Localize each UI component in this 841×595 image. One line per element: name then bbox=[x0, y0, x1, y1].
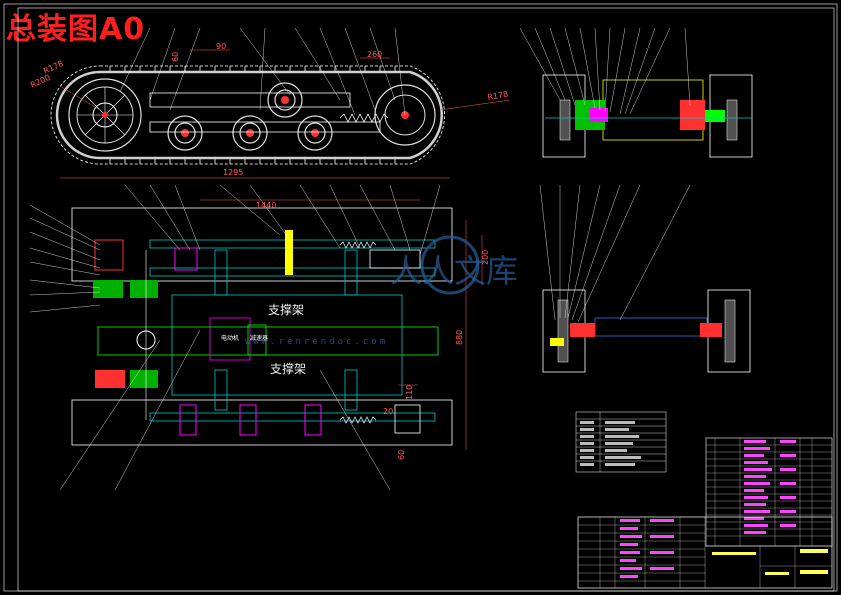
dim-60: 60 bbox=[171, 52, 180, 62]
dim-20: 20 bbox=[383, 407, 393, 416]
technical-requirements-table bbox=[575, 411, 667, 473]
title-block bbox=[577, 516, 833, 589]
dim-60-bottom: 60 bbox=[397, 450, 406, 460]
drawing-title: 总装图A0 bbox=[6, 12, 146, 47]
dim-r178-right: R178 bbox=[487, 89, 509, 101]
dim-200: 200 bbox=[481, 250, 490, 265]
reducer-label: 减速器 bbox=[250, 334, 268, 342]
watermark-logo-text: 人人文库 bbox=[390, 252, 518, 290]
watermark: 人人文库 www.renrendoc.com bbox=[245, 235, 518, 347]
watermark-url: www.renrendoc.com bbox=[245, 337, 388, 347]
end-view-top bbox=[519, 27, 753, 158]
support-frame-label-top: 支撑架 bbox=[268, 302, 304, 317]
track-side-view bbox=[50, 27, 511, 179]
dim-1295: 1295 bbox=[223, 168, 243, 177]
parts-list-right bbox=[705, 437, 833, 547]
motor-label: 电动机 bbox=[221, 334, 239, 342]
outer-border bbox=[3, 3, 838, 592]
dim-90: 90 bbox=[216, 42, 226, 51]
end-view-bottom bbox=[539, 184, 751, 373]
inner-border bbox=[17, 7, 835, 592]
dim-880: 880 bbox=[455, 330, 464, 345]
dim-1440: 1440 bbox=[256, 201, 276, 210]
support-frame-label-bottom: 支撑架 bbox=[270, 361, 306, 376]
plan-view bbox=[29, 184, 483, 491]
dim-r200: R200 bbox=[29, 73, 52, 90]
dim-110: 110 bbox=[405, 385, 414, 400]
dim-260: 260 bbox=[367, 50, 382, 59]
